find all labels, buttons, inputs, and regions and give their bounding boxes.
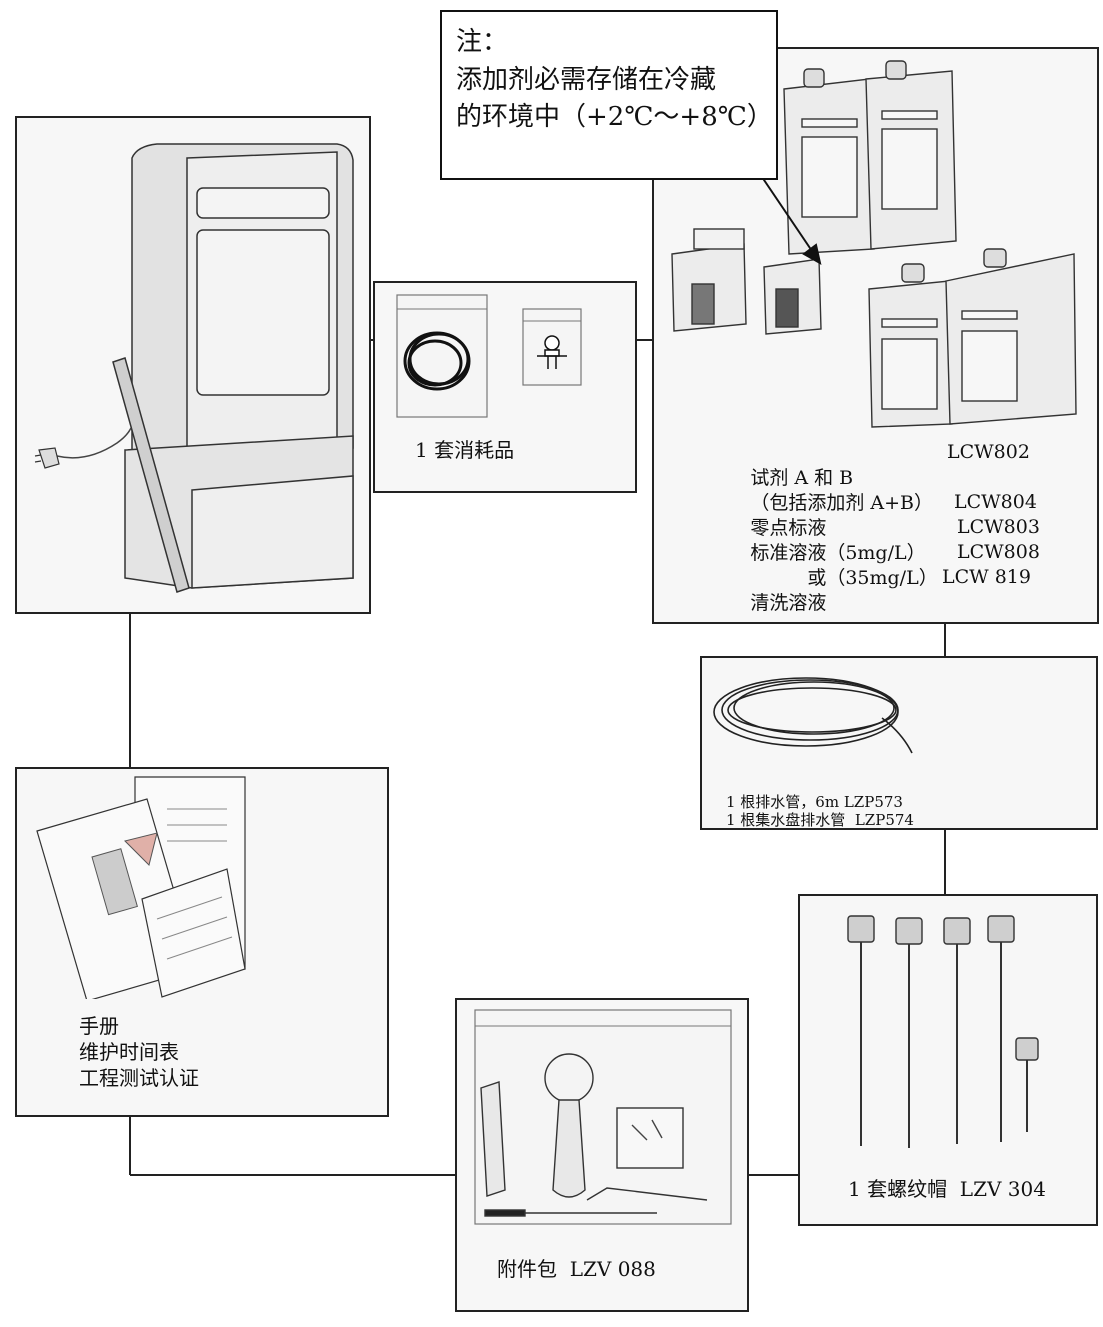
screw-cap-icon: [847, 915, 1039, 1148]
manuals-line-1: 手册: [79, 1014, 119, 1038]
screw-caps-drawing: [847, 915, 1039, 1148]
note-heading: 注：: [456, 27, 509, 57]
drain-tube-drawing: [713, 677, 913, 754]
screw-caps-label: 1 套螺纹帽 LZV 304: [848, 1177, 1046, 1201]
drain-line-1: 1 根排水管，6m LZP573: [726, 793, 903, 811]
reagent-code: LCW803: [957, 516, 1040, 538]
consumables-panel: 1 套消耗品: [373, 281, 637, 493]
consumables-label: 1 套消耗品: [415, 438, 515, 462]
screw-caps-panel: 1 套螺纹帽 LZV 304: [798, 894, 1098, 1226]
reagent-bottles-drawing: [671, 60, 1077, 428]
manuals-drawing: [36, 776, 246, 1002]
note-arrow: [761, 176, 822, 265]
drain-coil-icon: [713, 677, 913, 754]
reagent-row: 标准溶液（5mg/L） LCW803: [702, 516, 1040, 609]
cuvette-block-icon: [480, 1081, 506, 1197]
reagent-code: LCW808: [957, 541, 1040, 563]
lamp-icon: [537, 335, 567, 369]
reagent-code: LCW 819: [942, 566, 1031, 588]
analyzer-drawing: [34, 143, 354, 593]
reagent-code: LCW804: [954, 491, 1037, 513]
note-text-line: 的环境中（+2℃～+8℃）: [456, 102, 773, 133]
reagent-row: 零点标液 LCW804: [702, 491, 1037, 584]
drain-tubing-panel: 1 根排水管，6m LZP573 1 根集水盘排水管 LZP574: [700, 656, 1098, 830]
consumables-drawing: [396, 294, 582, 418]
reagent-name: 零点标液: [750, 517, 827, 539]
accessory-kit-panel: 附件包 LZV 088: [455, 998, 749, 1312]
manuals-panel-body: 手册 维护时间表 工程测试认证: [15, 767, 389, 1117]
tubing-coil-icon: [403, 331, 471, 391]
accessory-kit-drawing: [474, 1009, 732, 1225]
accessory-kit-label: 附件包 LZV 088: [497, 1257, 656, 1281]
reagent-code: LCW802: [947, 441, 1030, 463]
manuals-line-2: 维护时间表: [79, 1040, 179, 1064]
reagent-row: 或（35mg/L） LCW808: [702, 541, 1040, 634]
reagent-row: 试剂 A 和 B LCW802: [702, 441, 1030, 534]
hex-key-icon: [586, 1187, 708, 1201]
drain-line-2: 1 根集水盘排水管 LZP574: [726, 811, 914, 829]
reagent-name: 清洗溶液: [750, 592, 827, 614]
reagent-name: 试剂 A 和 B: [750, 467, 854, 489]
wrench-icon: [544, 1053, 594, 1103]
reagent-row: （包括添加剂 A+B）: [702, 466, 933, 537]
reagent-name: 标准溶液（5mg/L）: [750, 542, 926, 564]
storage-note: 注： 添加剂必需存储在冷藏 的环境中（+2℃～+8℃）: [440, 10, 778, 180]
reagent-name: 或（35mg/L）: [750, 567, 938, 589]
reagent-name: （包括添加剂 A+B）: [750, 492, 933, 514]
analyzer-panel: [15, 116, 371, 614]
reagent-row: 清洗溶液 LCW 819: [702, 566, 1031, 659]
note-text-line: 添加剂必需存储在冷藏: [456, 64, 717, 95]
manuals-line-3: 工程测试认证: [79, 1066, 199, 1090]
